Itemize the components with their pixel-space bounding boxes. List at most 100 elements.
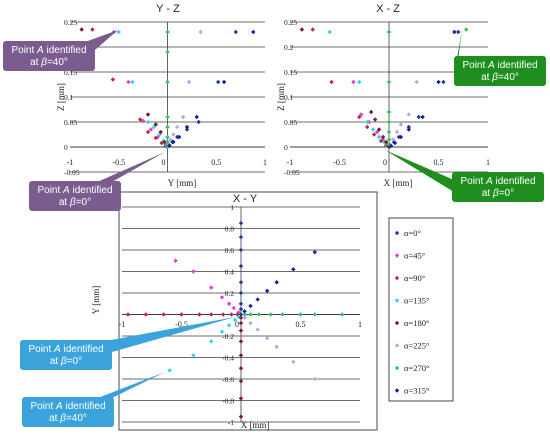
- y-tick-label: -1: [228, 418, 234, 427]
- data-point: [441, 79, 446, 85]
- xy-panel-frame: [118, 191, 378, 431]
- data-point: [380, 137, 386, 142]
- data-point: [299, 27, 305, 32]
- data-point: [233, 29, 238, 35]
- data-point: [274, 344, 279, 349]
- y-tick-label: -0.4: [222, 354, 234, 363]
- data-point: [238, 414, 244, 419]
- y-tick-label: 0.05: [64, 118, 77, 127]
- x-axis-label: X [mm]: [384, 178, 413, 188]
- data-point: [232, 317, 238, 323]
- legend-marker: [394, 343, 400, 348]
- data-point: [280, 312, 285, 317]
- y-tick-label: -0.05: [64, 168, 80, 177]
- data-point: [386, 142, 392, 147]
- data-point: [90, 27, 95, 32]
- x-tick-label: 0: [162, 158, 166, 167]
- data-point: [238, 328, 244, 333]
- data-point: [351, 79, 356, 85]
- xz-title: X - Z: [376, 3, 400, 15]
- data-point: [420, 114, 425, 120]
- legend-label: α=90°: [404, 273, 425, 283]
- y-tick-label: 1: [230, 203, 234, 212]
- data-point: [383, 139, 389, 145]
- y-axis-label: Y [mm]: [91, 286, 101, 314]
- data-point: [216, 79, 221, 85]
- data-point: [256, 312, 262, 317]
- data-point: [390, 137, 396, 142]
- data-point: [130, 79, 135, 85]
- data-point: [165, 144, 170, 150]
- callout-line2: at β=0°: [50, 356, 82, 367]
- data-point: [143, 312, 148, 317]
- data-point: [238, 366, 244, 371]
- legend-label: α=45°: [404, 251, 425, 261]
- data-point: [357, 79, 362, 85]
- data-point: [219, 295, 225, 300]
- data-point: [374, 129, 380, 135]
- data-point: [116, 29, 121, 35]
- data-point: [175, 124, 180, 130]
- data-point: [329, 79, 334, 85]
- legend-marker: [394, 275, 400, 281]
- data-point: [186, 79, 192, 85]
- data-point: [368, 109, 374, 115]
- callout-box: [29, 181, 121, 211]
- data-point: [398, 134, 404, 140]
- callout-pointer: [100, 317, 235, 352]
- data-point: [184, 124, 190, 130]
- data-point: [165, 29, 170, 35]
- callout-line1: Point A identified: [30, 401, 105, 412]
- x-tick-label: 0.5: [211, 158, 221, 167]
- data-point: [238, 353, 244, 358]
- x-tick-label: -0.5: [333, 158, 346, 167]
- legend: α=0°α=45°α=90°α=135°α=180°α=225°α=270°α=…: [394, 228, 429, 396]
- data-point: [151, 124, 157, 130]
- data-point: [138, 117, 143, 122]
- data-point: [238, 378, 244, 384]
- data-point: [198, 29, 203, 35]
- data-point: [274, 280, 279, 285]
- data-point: [180, 114, 186, 120]
- x-tick-label: 0.5: [296, 320, 306, 329]
- data-point: [255, 327, 260, 332]
- data-point: [298, 312, 303, 317]
- x-axis-label: X [mm]: [241, 420, 270, 430]
- legend-marker: [394, 253, 400, 258]
- data-point: [165, 124, 170, 130]
- data-point: [392, 140, 398, 146]
- legend-marker: [394, 388, 400, 393]
- y-tick-label: -0.6: [222, 375, 234, 384]
- data-point: [155, 134, 160, 140]
- data-point: [242, 309, 247, 314]
- y-tick-label: 0: [284, 143, 288, 152]
- data-point: [226, 301, 232, 306]
- data-point: [376, 127, 382, 132]
- callout-line1: Point A identified: [28, 344, 103, 355]
- data-point: [148, 127, 154, 132]
- data-point: [386, 119, 392, 125]
- data-point: [386, 79, 392, 85]
- data-point: [386, 129, 392, 135]
- callout-line1: Point A identified: [37, 185, 112, 196]
- data-point: [365, 124, 370, 130]
- data-point: [394, 129, 400, 135]
- data-point: [165, 49, 170, 55]
- data-point: [310, 27, 315, 32]
- data-point: [145, 129, 151, 135]
- callout-pointer: [95, 152, 165, 183]
- legend-label: α=180°: [404, 318, 429, 328]
- data-point: [386, 29, 392, 35]
- y-tick-label: 0.6: [225, 246, 235, 255]
- legend-label: α=225°: [404, 341, 429, 351]
- callout-pointer: [385, 150, 454, 192]
- y-tick-label: 0.2: [284, 43, 294, 52]
- data-point: [226, 323, 232, 328]
- legend-marker: [394, 298, 400, 303]
- data-point: [359, 112, 364, 117]
- x-tick-label: -0.5: [112, 158, 125, 167]
- legend-label: α=135°: [404, 296, 429, 306]
- x-tick-label: 0.5: [434, 158, 444, 167]
- legend-marker: [394, 365, 400, 371]
